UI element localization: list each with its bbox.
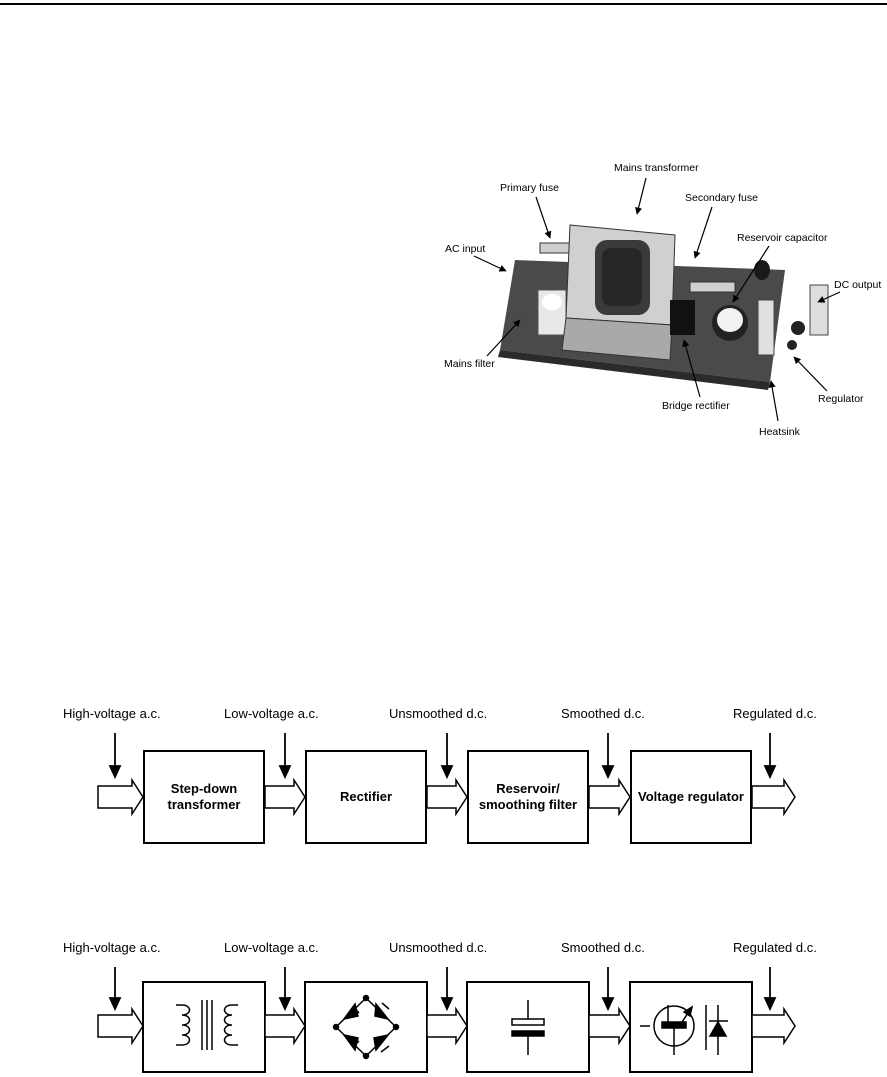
block-reservoir-filter: Reservoir/ smoothing filter bbox=[467, 750, 589, 844]
block-step-down-transformer: Step-down transformer bbox=[143, 750, 265, 844]
label-mains-transformer: Mains transformer bbox=[614, 162, 699, 174]
signal-label-unsmoothed-dc: Unsmoothed d.c. bbox=[389, 706, 488, 721]
transformer-symbol-icon bbox=[176, 1000, 238, 1050]
label-bridge-rectifier: Bridge rectifier bbox=[662, 400, 730, 412]
label-secondary-fuse: Secondary fuse bbox=[685, 192, 758, 204]
psu-board-photo bbox=[498, 224, 829, 390]
block-rectifier: Rectifier bbox=[305, 750, 427, 844]
schematic-signal-label-smoothed-dc: Smoothed d.c. bbox=[561, 940, 645, 955]
page-top-rule bbox=[0, 3, 887, 5]
schematic-block-transformer bbox=[142, 981, 266, 1073]
signal-label-low-voltage-ac: Low-voltage a.c. bbox=[224, 706, 319, 721]
label-mains-filter: Mains filter bbox=[444, 358, 495, 370]
label-dc-output: DC output bbox=[834, 279, 882, 291]
schematic-signal-label-low-voltage-ac: Low-voltage a.c. bbox=[224, 940, 319, 955]
schematic-block-capacitor bbox=[466, 981, 590, 1073]
schematic-block-regulator bbox=[629, 981, 753, 1073]
label-primary-fuse: Primary fuse bbox=[500, 182, 559, 194]
signal-label-high-voltage-ac: High-voltage a.c. bbox=[63, 706, 161, 721]
block-voltage-regulator: Voltage regulator bbox=[630, 750, 752, 844]
capacitor-symbol-icon bbox=[511, 1000, 545, 1055]
schematic-signal-label-unsmoothed-dc: Unsmoothed d.c. bbox=[389, 940, 488, 955]
schematic-signal-label-high-voltage-ac: High-voltage a.c. bbox=[63, 940, 161, 955]
regulator-symbol-icon bbox=[640, 1005, 728, 1055]
label-regulator: Regulator bbox=[818, 393, 864, 405]
bridge-rectifier-symbol-icon bbox=[332, 994, 400, 1060]
schematic-signal-label-regulated-dc: Regulated d.c. bbox=[733, 940, 817, 955]
signal-label-smoothed-dc: Smoothed d.c. bbox=[561, 706, 645, 721]
label-ac-input: AC input bbox=[445, 243, 486, 255]
label-heatsink: Heatsink bbox=[759, 426, 800, 438]
label-reservoir-capacitor: Reservoir capacitor bbox=[737, 232, 828, 244]
signal-label-regulated-dc: Regulated d.c. bbox=[733, 706, 817, 721]
